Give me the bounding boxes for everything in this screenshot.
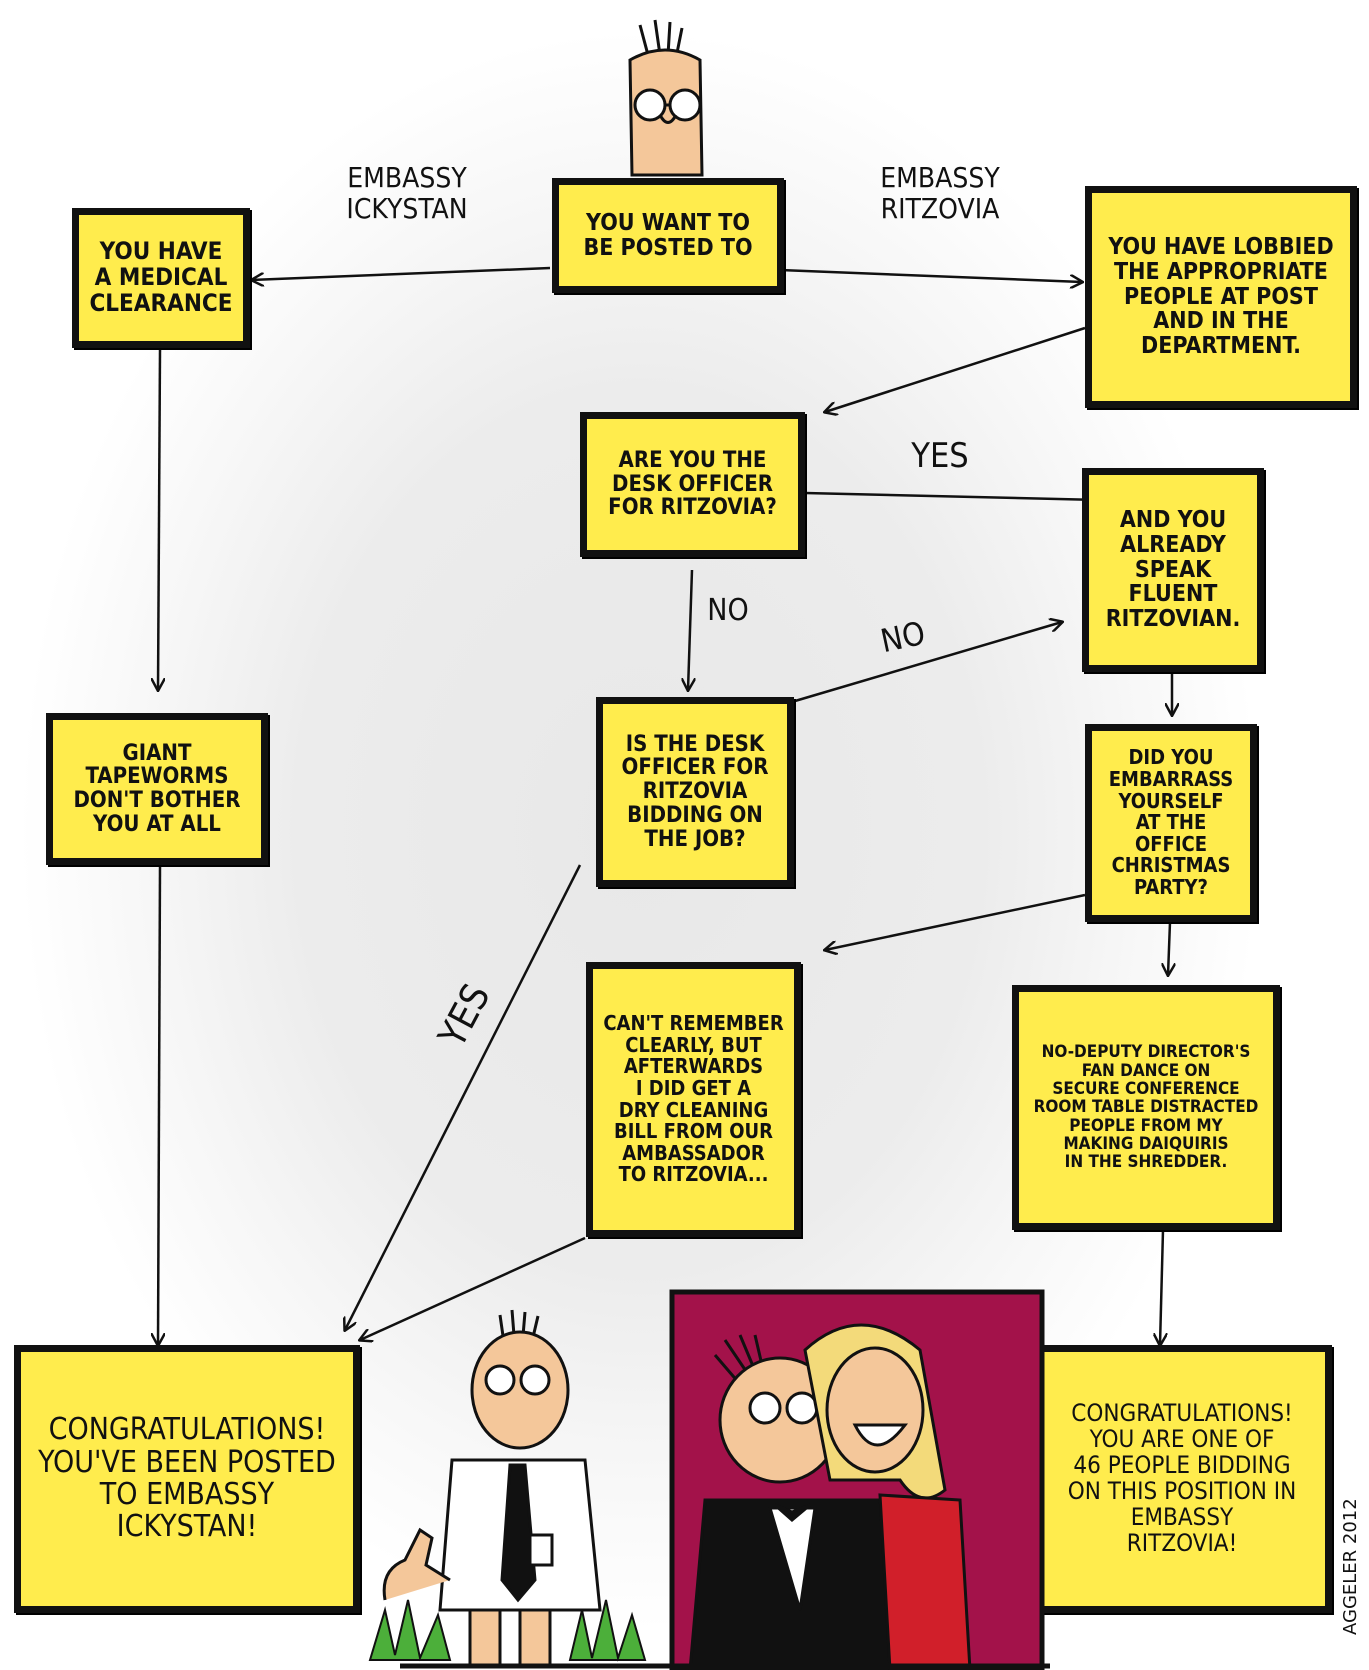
svg-text:AGGELER 2012: AGGELER 2012 (1340, 1498, 1361, 1635)
node-congrats-ritzovia: CONGRATULATIONS! YOU ARE ONE OF 46 PEOPL… (1032, 1345, 1332, 1613)
characters-illustration (368, 1289, 1050, 1670)
node-fluent: AND YOU ALREADY SPEAK FLUENT RITZOVIAN. (1082, 468, 1264, 672)
arrow-desk-to-fluent (804, 491, 1100, 500)
arrow-bidding-to-icky (345, 864, 582, 1330)
nervous-diplomat (382, 1309, 602, 1667)
label-embassy-ritzovia: EMBASSY RITZOVIA (880, 161, 1000, 225)
arrow-lobbied-to-desk (825, 326, 1086, 412)
arrow-desk-to-bidding (688, 569, 692, 690)
laughing-woman (803, 1323, 972, 1670)
arrow-start-to-lobbied (779, 268, 1082, 282)
grass (368, 1599, 452, 1662)
label-no-down: NO (707, 593, 749, 628)
label-embassy-ickystan: EMBASSY ICKYSTAN (346, 161, 468, 225)
arrow-embarrass-to-nodeputy (1168, 921, 1170, 975)
arrow-medical-to-tapeworms (158, 349, 160, 690)
tuxedo-diplomat (688, 1334, 907, 1670)
artist-signature: AGGELER 2012 (1340, 1498, 1361, 1635)
node-lobbied: YOU HAVE LOBBIED THE APPROPRIATE PEOPLE … (1085, 186, 1357, 408)
node-congrats-ickystan: CONGRATULATIONS! YOU'VE BEEN POSTED TO E… (14, 1345, 360, 1613)
arrow-start-to-medical (252, 266, 551, 280)
arrow-nodeputy-to-ritz (1160, 1229, 1163, 1345)
peeking-head-illustration (628, 19, 704, 177)
node-cant-remember: CAN'T REMEMBER CLEARLY, BUT AFTERWARDS I… (586, 962, 801, 1237)
arrow-cantremember-to-icky (360, 1236, 586, 1340)
node-desk-officer: ARE YOU THE DESK OFFICER FOR RITZOVIA? (580, 412, 805, 557)
node-no-deputy: NO-DEPUTY DIRECTOR'S FAN DANCE ON SECURE… (1012, 985, 1280, 1230)
arrow-bidding-to-fluent (794, 622, 1062, 703)
node-tapeworms: GIANT TAPEWORMS DON'T BOTHER YOU AT ALL (46, 713, 268, 865)
node-start: YOU WANT TO BE POSTED TO (552, 178, 784, 293)
node-bidding: IS THE DESK OFFICER FOR RITZOVIA BIDDING… (596, 697, 794, 887)
arrow-tapeworms-to-icky (158, 865, 160, 1345)
node-medical: YOU HAVE A MEDICAL CLEARANCE (72, 208, 250, 348)
arrow-embarrass-to-cantremember (825, 893, 1086, 950)
node-embarrass: DID YOU EMBARRASS YOURSELF AT THE OFFICE… (1085, 724, 1257, 922)
label-yes-top: YES (911, 436, 969, 476)
